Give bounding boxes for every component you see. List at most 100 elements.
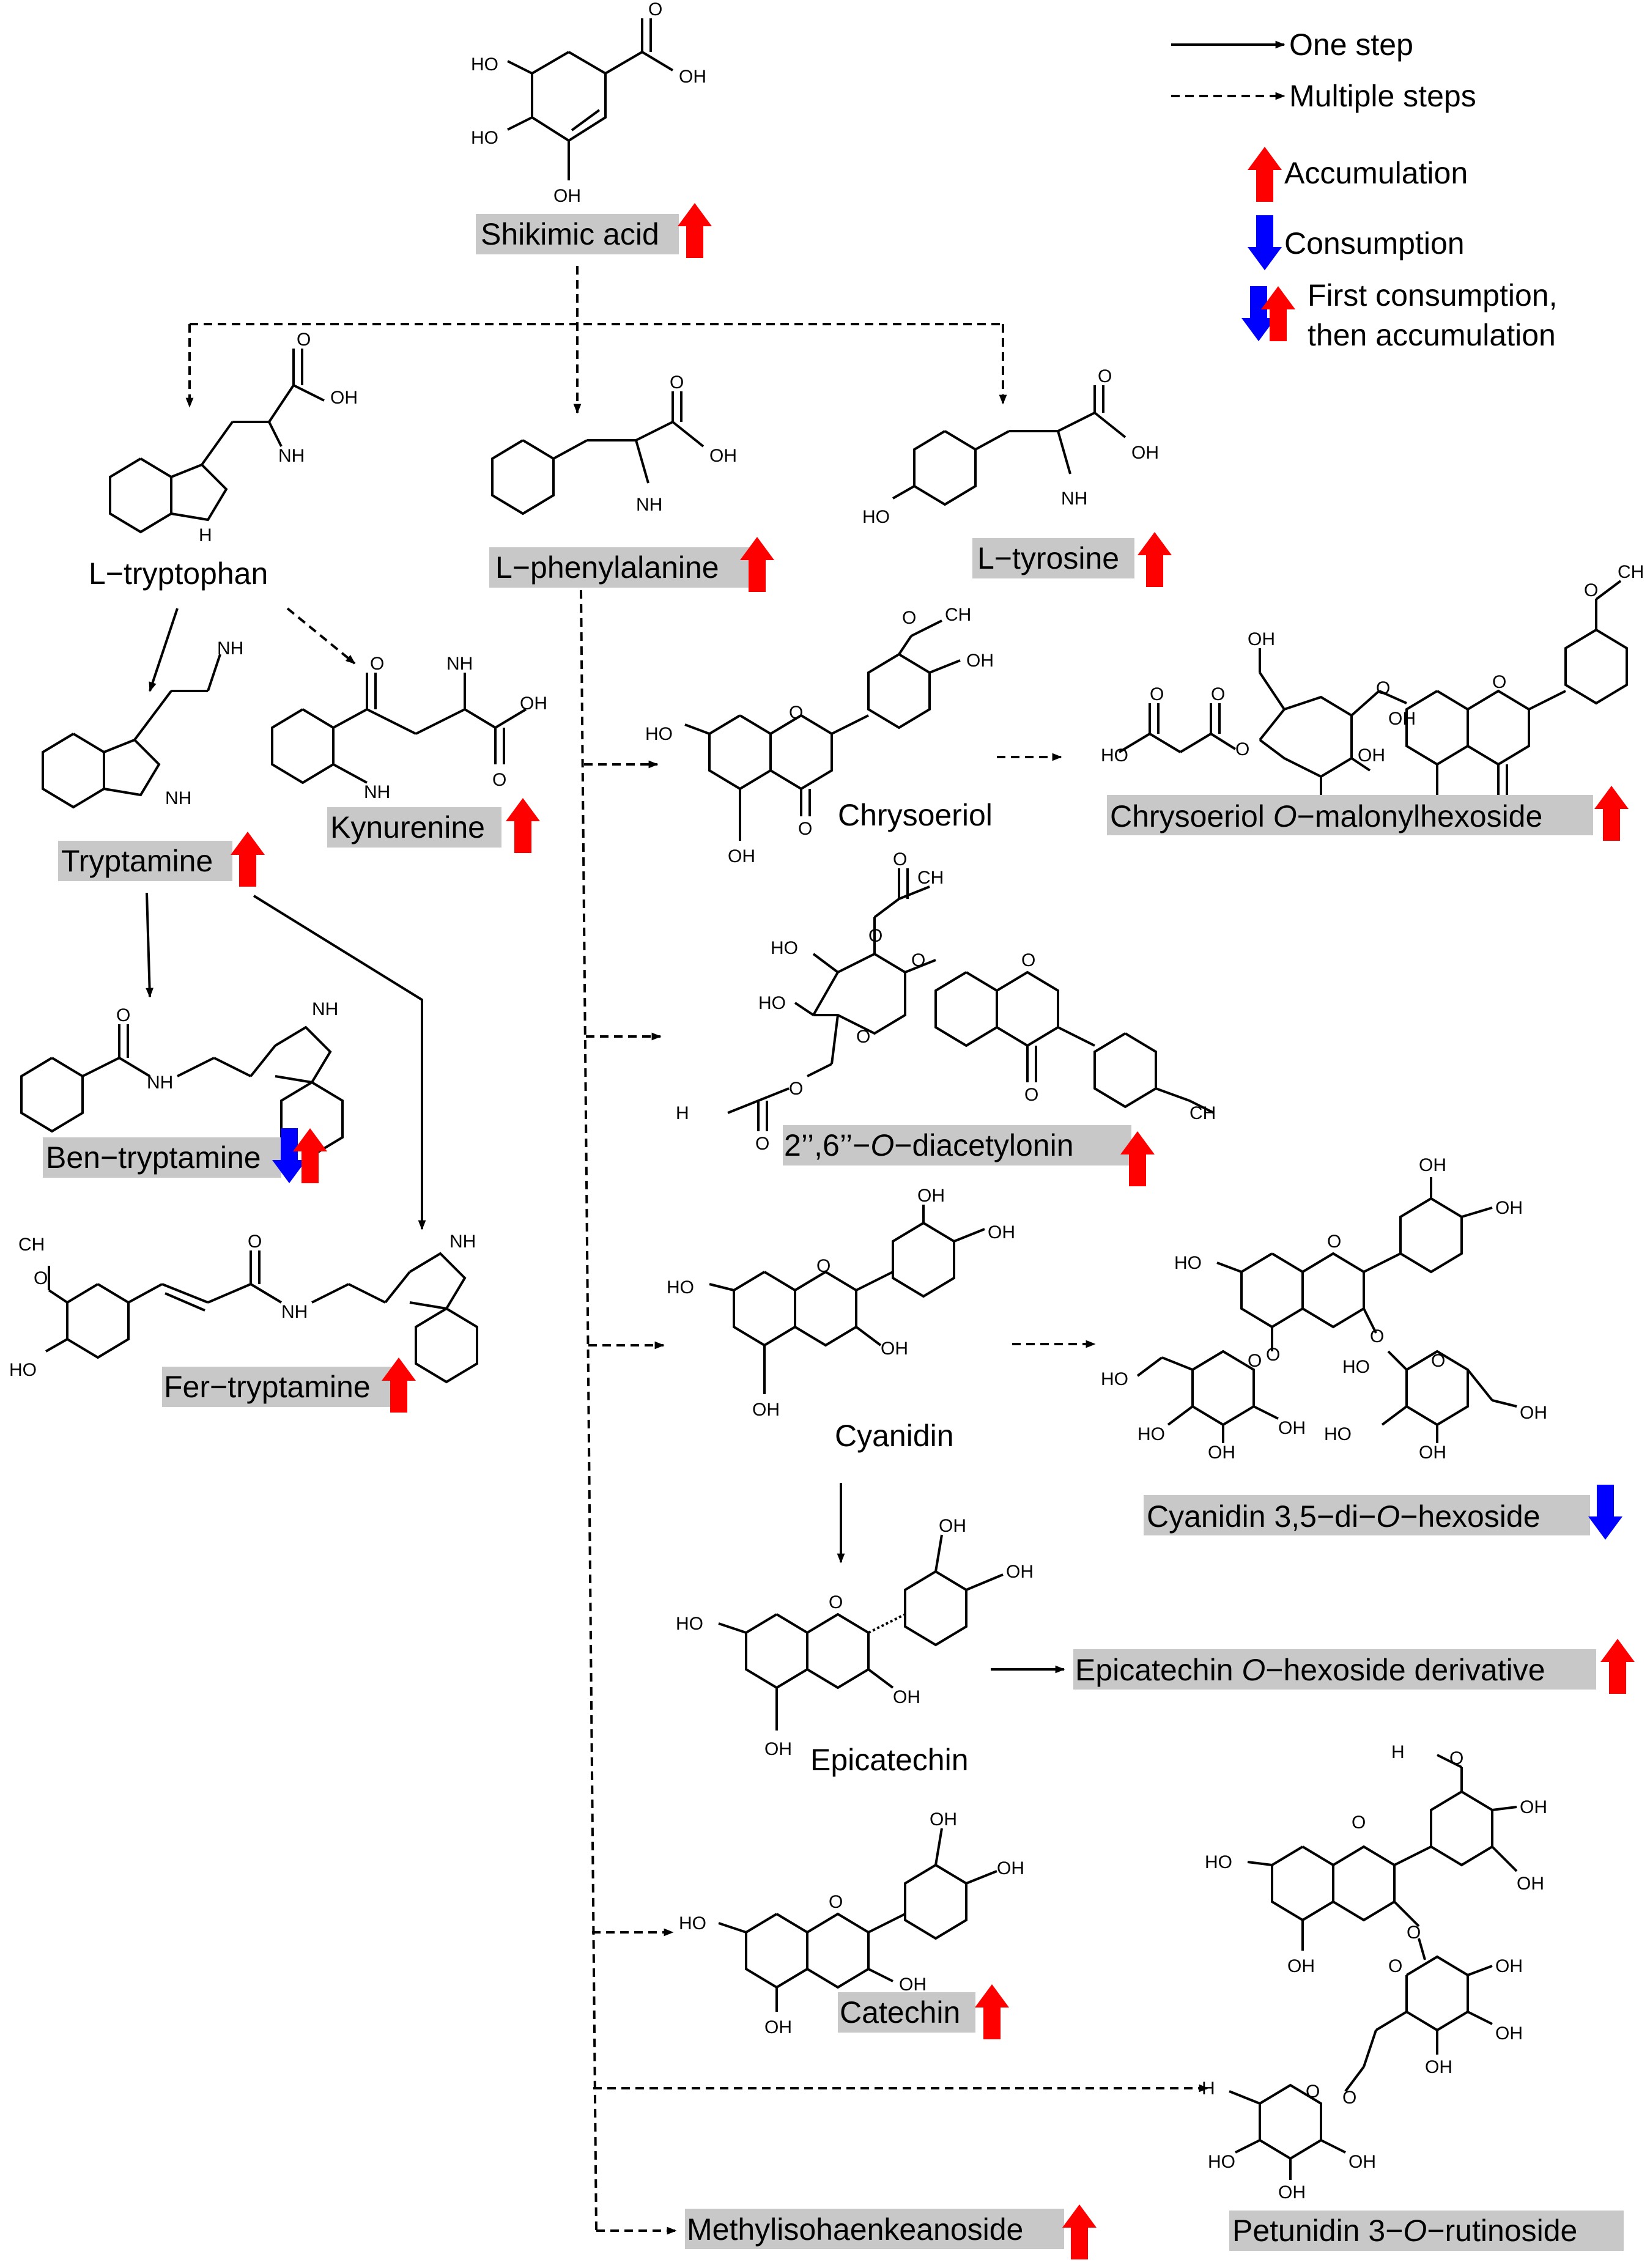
- cyanidin-hexoside-consumption-arrow-icon: [1588, 1485, 1622, 1540]
- atom-ho: HO: [645, 724, 673, 744]
- atom-ho: HO: [1138, 1424, 1165, 1444]
- atom-oh: OH: [1131, 443, 1159, 463]
- atom-o: O: [1098, 366, 1112, 386]
- legend-accumulation-label: Accumulation: [1284, 156, 1468, 190]
- ben-tryptamine-accumulation-arrow-icon: [293, 1128, 327, 1183]
- atom-oh: OH: [1419, 1442, 1446, 1463]
- atom-oh: OH: [881, 1339, 908, 1359]
- atom-ho: HO: [471, 128, 498, 148]
- atom-oh: OH: [1278, 1418, 1306, 1438]
- tryptamine-accumulation-arrow-icon: [231, 832, 265, 887]
- atom-o: O: [248, 1232, 262, 1252]
- atom-nh: NH: [312, 999, 338, 1019]
- atom-nh2: NH: [364, 782, 390, 802]
- atom-ho: HO: [771, 938, 798, 958]
- petunidin-rutinoside-label: Petunidin 3−O−rutinoside: [1232, 2214, 1577, 2248]
- l-tryptophan-label: L−tryptophan: [89, 556, 268, 591]
- atom-o: O: [893, 849, 907, 870]
- atom-oh: OH: [330, 388, 358, 408]
- epicatechin-hexoside-derivative-label: Epicatechin O−hexoside derivative: [1075, 1653, 1545, 1687]
- atom-o: O: [1327, 1232, 1341, 1252]
- atom-o: O: [370, 654, 384, 674]
- atom-ho: HO: [1342, 1357, 1370, 1377]
- legend-accumulation-arrow-icon: [1248, 147, 1282, 202]
- atom-o: O: [1352, 1812, 1366, 1833]
- atom-oh: OH: [1495, 2023, 1523, 2044]
- kynurenine-structure: [271, 673, 527, 785]
- tryptamine-to-ben-tryptamine-arrow: [146, 892, 154, 998]
- legend-multiple-steps-label: Multiple steps: [1289, 79, 1476, 113]
- cyanidin-label: Cyanidin: [835, 1419, 954, 1453]
- atom-o: O: [789, 1079, 803, 1099]
- phenylpropanoid-trunk-arrows: [580, 589, 1209, 2235]
- ben-tryptamine-label: Ben−tryptamine: [46, 1140, 261, 1175]
- atom-o: O: [1449, 1748, 1463, 1768]
- tryptophan-to-tryptamine-arrow: [149, 608, 179, 692]
- atom-oh: OH: [709, 446, 737, 466]
- atom-o: O: [1235, 739, 1249, 759]
- atom-o: O: [1342, 2088, 1356, 2108]
- chrysoeriol-malonylhexoside-label: Chrysoeriol O−malonylhexoside: [1110, 799, 1542, 833]
- chrysoeriol-malonylhexoside-label-bg: [1107, 795, 1593, 835]
- shikimic-branch-arrows: [185, 266, 1007, 414]
- atom-ho: HO: [1101, 1369, 1128, 1389]
- atom-oh: OH: [1287, 1956, 1315, 1976]
- cyanidin-hexoside-label: Cyanidin 3,5−di−O−hexoside: [1147, 1499, 1541, 1534]
- tryptophan-to-kynurenine-arrow: [286, 607, 356, 665]
- epicatechin-hexoside-derivative-accumulation-arrow-icon: [1600, 1639, 1635, 1694]
- atom-oh: OH: [997, 1858, 1024, 1878]
- chrysoeriol-malonylhexoside-accumulation-arrow-icon: [1594, 786, 1629, 841]
- legend-consumption-label: Consumption: [1284, 226, 1465, 260]
- atom-oh: OH: [988, 1222, 1015, 1243]
- atom-o: O: [1376, 678, 1390, 698]
- atom-oh: OH: [1348, 2152, 1376, 2172]
- cyanidin-hexoside-label-bg: [1144, 1495, 1590, 1535]
- methylisohaenkeanoside-label-bg: [685, 2209, 1064, 2249]
- atom-oh: OH: [1248, 629, 1275, 649]
- atom-ch3: CH: [917, 868, 944, 888]
- atom-h3c: H: [1391, 1742, 1405, 1762]
- atom-h3c: H: [1202, 2078, 1215, 2099]
- atom-oh: OH: [1358, 745, 1385, 766]
- atom-ch3: CH: [18, 1235, 45, 1255]
- atom-ch3: CH: [1189, 1103, 1216, 1123]
- atom-o: O: [1431, 1351, 1445, 1371]
- atom-o: O: [1584, 580, 1598, 600]
- atom-o: O: [816, 1256, 831, 1276]
- atom-nh: NH: [281, 1302, 308, 1322]
- atom-nh: NH: [449, 1232, 476, 1252]
- atom-oh: OH: [520, 693, 547, 714]
- atom-ho: HO: [679, 1913, 706, 1934]
- atom-o: O: [492, 770, 506, 790]
- atom-o: O: [911, 950, 925, 970]
- atom-oh: OH: [1278, 2182, 1306, 2203]
- atom-oh: OH: [679, 67, 706, 87]
- atom-oh: OH: [752, 1400, 780, 1420]
- atom-oh: OH: [893, 1687, 920, 1707]
- atom-ho: HO: [1101, 745, 1128, 766]
- atom-o: O: [856, 1027, 870, 1047]
- atom-oh: OH: [1520, 1403, 1547, 1423]
- methylisohaenkeanoside-label: Methylisohaenkeanoside: [687, 2212, 1023, 2247]
- l-tyrosine-structure: [892, 385, 1127, 506]
- atom-oh: OH: [899, 1974, 927, 1995]
- atom-nh2: NH: [278, 446, 305, 466]
- atom-o: O: [1266, 1345, 1280, 1365]
- legend-first-consumption-line1: First consumption,: [1308, 278, 1557, 312]
- atom-ho: HO: [862, 507, 890, 527]
- atom-oh: OH: [764, 1739, 792, 1759]
- tryptamine-label: Tryptamine: [61, 844, 213, 878]
- legend: One step Multiple steps Accumulation Con…: [1171, 28, 1557, 352]
- atom-o: O: [829, 1892, 843, 1912]
- atom-oh: OH: [728, 846, 755, 866]
- atom-o: O: [1024, 1085, 1038, 1105]
- chrysoeriol-label: Chrysoeriol: [838, 798, 993, 832]
- atom-ch3: CH: [945, 605, 971, 625]
- atom-o: O: [648, 0, 662, 20]
- ben-tryptamine-structure: [20, 1024, 344, 1158]
- fer-tryptamine-structure: [45, 1250, 478, 1384]
- legend-consumption-arrow-icon: [1248, 215, 1282, 270]
- tryptamine-label-bg: [58, 841, 232, 881]
- catechin-structure: [718, 1828, 997, 2012]
- atom-ho: HO: [1205, 1852, 1232, 1872]
